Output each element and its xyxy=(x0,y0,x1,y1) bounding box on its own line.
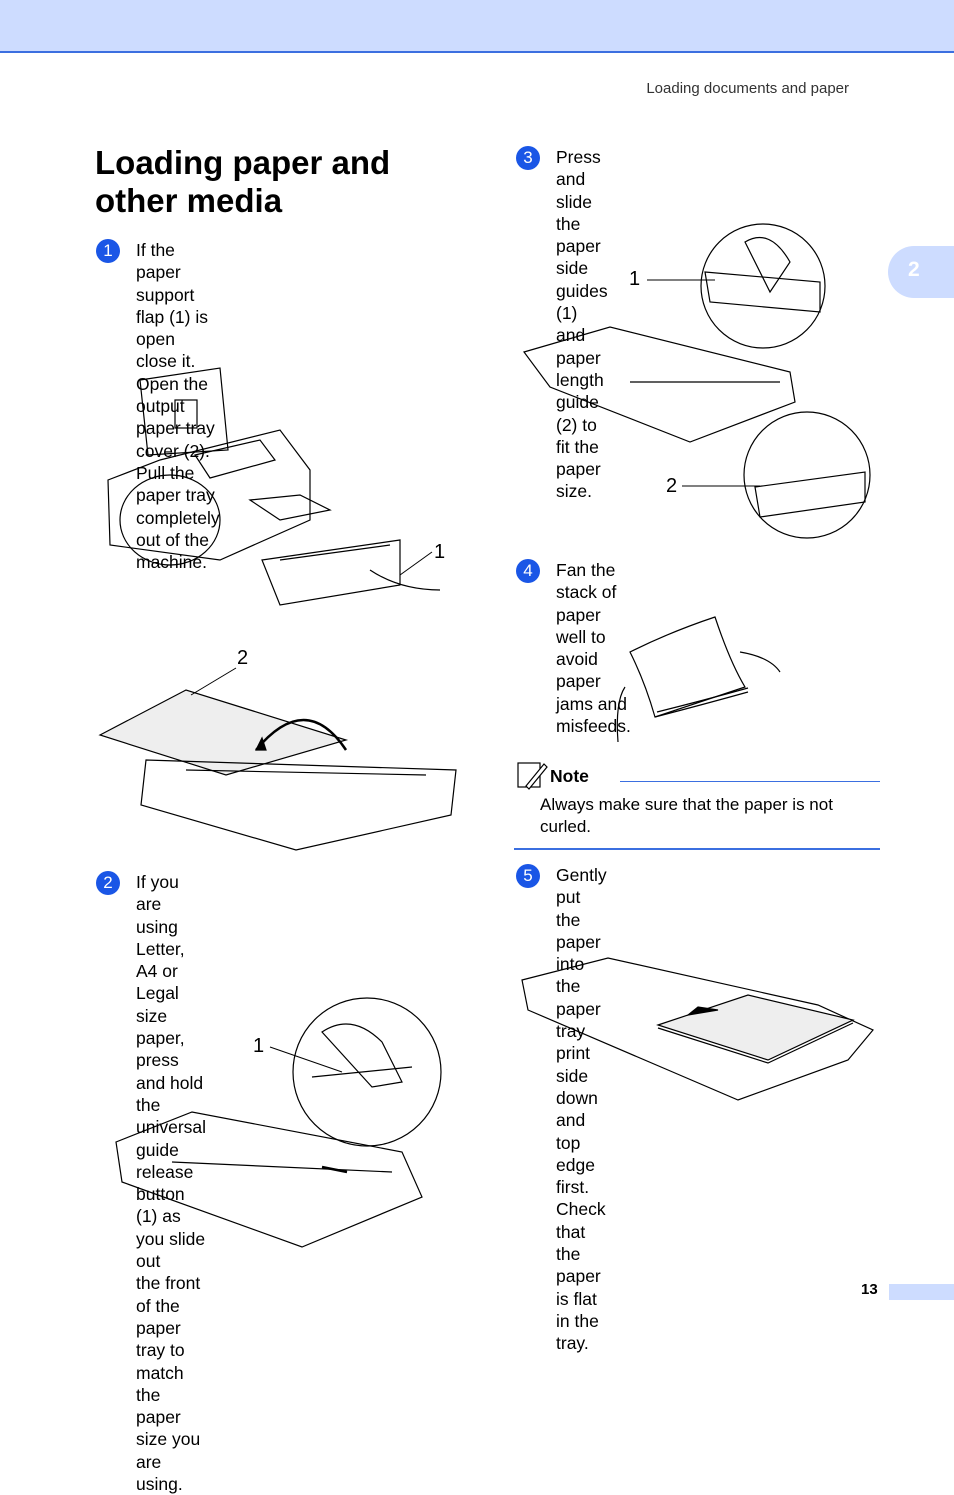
step-line: print side down and top edge first. xyxy=(556,1043,598,1198)
paper-in-tray-illustration xyxy=(521,957,874,1101)
step-text: If the paper support flap (1) is open cl… xyxy=(136,239,220,573)
step-line: Check that the paper is flat in the tray… xyxy=(556,1199,606,1354)
note-text: Always make sure that the paper is not c… xyxy=(540,794,880,838)
step-number: 3 xyxy=(516,146,540,170)
note-title: Note xyxy=(550,766,589,786)
step-number: 4 xyxy=(516,559,540,583)
step-line: Gently put the paper into the paper tray xyxy=(556,865,607,1042)
step-line: Press and slide the paper side xyxy=(556,147,601,279)
callout-1: 1 xyxy=(253,1035,264,1057)
step-number: 5 xyxy=(516,864,540,888)
step-line: If you are using Letter, A4 or Legal siz… xyxy=(136,872,185,1026)
step-number: 1 xyxy=(96,239,120,263)
step-number: 2 xyxy=(96,871,120,895)
note-divider xyxy=(620,781,880,782)
step-text: Gently put the paper into the paper tray… xyxy=(556,864,607,1355)
fan-paper-illustration xyxy=(616,616,781,743)
step-line: paper size you are using. xyxy=(136,1407,201,1495)
step-line: machine. xyxy=(136,552,208,573)
step-text: Fan the stack of paper well to avoid pap… xyxy=(556,559,631,737)
chapter-tab: 2 xyxy=(888,246,954,298)
page-title: Loading paper and other media xyxy=(95,144,391,219)
page-number: 13 xyxy=(861,1281,878,1298)
note-box: Note Always make sure that the paper is … xyxy=(514,760,880,850)
callout-1: 1 xyxy=(629,268,640,290)
step-line: the front of the paper tray to match the xyxy=(136,1273,201,1405)
step-line: close it. Open the output paper tray xyxy=(136,351,215,439)
fax-machine-illustration: 1 xyxy=(107,367,445,606)
note-line: curled. xyxy=(540,817,592,836)
note-divider xyxy=(514,848,880,850)
step-line: guide release button (1) as you slide ou… xyxy=(136,1139,206,1272)
running-title: Loading documents and paper xyxy=(646,80,849,97)
page-tab xyxy=(889,1284,954,1300)
pencil-note-icon xyxy=(517,762,548,790)
output-tray-cover-illustration: 2 xyxy=(98,647,457,851)
callout-2: 2 xyxy=(237,647,248,669)
step-line: fit the paper size. xyxy=(556,436,601,502)
chapter-number: 2 xyxy=(908,258,920,281)
header-band xyxy=(0,0,954,53)
step-line: cover (2). xyxy=(136,440,210,461)
paper-guides-illustration: 1 2 xyxy=(523,223,871,539)
step-line: Fan the stack of paper well to avoid xyxy=(556,560,617,670)
step-text: Press and slide the paper side guides (1… xyxy=(556,146,608,503)
note-line: Always make sure that the paper is not xyxy=(540,795,833,814)
step-line: paper, press and hold the universal xyxy=(136,1028,207,1138)
step-line: Pull the paper tray completely out of th… xyxy=(136,462,220,550)
step-line: guides (1) and paper length guide (2) to xyxy=(556,280,608,435)
guide-release-illustration: 1 xyxy=(115,997,442,1248)
step-line: If the paper support flap (1) is open xyxy=(136,240,208,350)
callout-2: 2 xyxy=(666,475,677,497)
step-line: paper jams and misfeeds. xyxy=(556,671,631,737)
callout-1: 1 xyxy=(434,541,445,563)
